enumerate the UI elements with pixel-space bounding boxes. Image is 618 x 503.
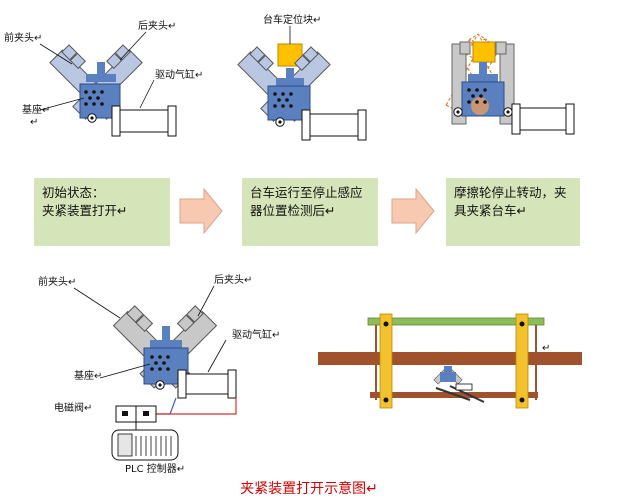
panel-clamp-closed	[445, 33, 575, 135]
yellow-post-left	[379, 313, 393, 409]
panel-trolley-arrives: 台车定位块↵	[237, 13, 367, 141]
label-plc: PLC 控制器↵	[125, 462, 185, 475]
label-cylinder-b: 驱动气缸↵	[232, 328, 280, 341]
plc-controller	[111, 429, 179, 461]
solenoid-valve	[115, 405, 157, 423]
label-solenoid-valve: 电磁阀↵	[54, 401, 92, 414]
label-rear-clamp-b: 后夹头↵	[214, 273, 252, 286]
panel-initial-clamp: 前夹头↵ 后夹头↵ 驱动气缸↵ 基座↵ ↵	[4, 19, 203, 137]
step-text-line: 摩擦轮停止转动，夹	[454, 185, 567, 200]
step-box-clamped: 摩擦轮停止转动，夹 具夹紧台车↵	[446, 178, 580, 246]
step-text-line: 具夹紧台车↵	[454, 203, 527, 218]
step-text-line: 台车运行至停止感应	[250, 185, 363, 200]
label-base: 基座↵	[22, 103, 50, 116]
yellow-post-right	[515, 313, 529, 409]
label-rail-mark: ↵	[542, 343, 550, 354]
diagram-caption: 夹紧装置打开示意图↵	[240, 481, 378, 497]
step-text-line: 初始状态：	[42, 185, 105, 200]
label-rear-clamp: 后夹头↵	[138, 19, 176, 32]
label-base-sub: ↵	[30, 117, 38, 128]
panel-rail-trolley: ↵	[318, 313, 582, 409]
pivot-wheel	[87, 113, 97, 123]
step-arrow-1	[179, 187, 223, 235]
step-box-arrival: 台车运行至停止感应 器位置检测后↵	[242, 178, 378, 246]
label-front-clamp-b: 前夹头↵	[38, 275, 76, 288]
step-box-initial: 初始状态： 夹紧装置打开↵	[34, 178, 170, 246]
step-text-line: 器位置检测后↵	[250, 203, 336, 218]
step-arrow-2	[391, 187, 435, 235]
panel-clamp-control: 前夹头↵ 后夹头↵ 驱动气缸↵ 基座↵ 电磁阀↵ PLC 控制器	[38, 273, 280, 475]
label-positioning-block: 台车定位块↵	[263, 13, 321, 26]
green-rail	[367, 317, 545, 326]
label-front-clamp: 前夹头↵	[4, 31, 42, 44]
step-text-line: 夹紧装置打开↵	[42, 203, 128, 218]
drive-cylinder	[111, 105, 177, 137]
label-base-b: 基座↵	[74, 369, 102, 382]
label-cylinder: 驱动气缸↵	[155, 68, 203, 81]
